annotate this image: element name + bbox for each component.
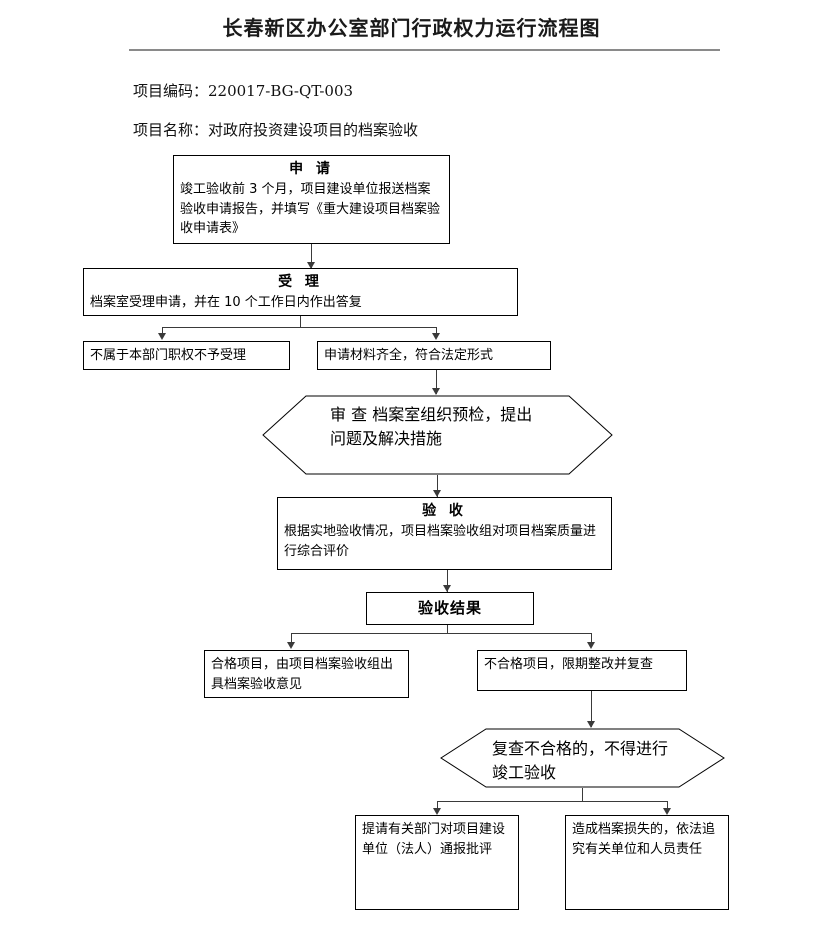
arrow-recheck-to-notice	[433, 808, 441, 815]
arrow-accept-to-reject	[158, 333, 166, 340]
node-recheck-fail-text: 复查不合格的，不得进行竣工验收	[492, 735, 672, 783]
node-apply-body: 竣工验收前 3 个月，项目建设单位报送档案验收申请报告，并填写《重大建设项目档案…	[180, 181, 441, 237]
node-pass-result: 合格项目，由项目档案验收组出具档案验收意见	[204, 650, 409, 698]
node-review-heading: 审 查	[330, 405, 368, 424]
connector-recheck-to-notice	[437, 801, 438, 813]
hexagon-shape-recheck	[440, 728, 725, 788]
arrow-inspection-to-result	[443, 585, 451, 592]
node-result: 验收结果	[366, 592, 534, 625]
arrow-result-to-pass	[287, 642, 295, 649]
arrow-fail-to-recheck	[587, 721, 595, 728]
node-apply: 申 请 竣工验收前 3 个月，项目建设单位报送档案验收申请报告，并填写《重大建设…	[173, 155, 450, 244]
node-pass-result-body: 合格项目，由项目档案验收组出具档案验收意见	[211, 657, 394, 692]
node-accept-body: 档案室受理申请，并在 10 个工作日内作出答复	[90, 294, 362, 310]
node-result-heading: 验收结果	[417, 599, 482, 618]
node-review-body: 档案室组织预检，提出问题及解决措施	[330, 405, 533, 448]
title-divider	[129, 49, 720, 51]
node-materials-complete: 申请材料齐全，符合法定形式	[317, 341, 551, 370]
arrow-materials-to-review	[432, 388, 440, 395]
arrow-apply-to-accept	[307, 262, 315, 269]
connector-result-to-fail	[591, 633, 592, 647]
page-title: 长春新区办公室部门行政权力运行流程图	[222, 16, 601, 40]
connector-recheck-to-liability	[667, 801, 668, 813]
node-review: 审 查 档案室组织预检，提出问题及解决措施	[262, 395, 613, 475]
node-penalty-notice-body: 提请有关部门对项目建设单位（法人）通报批评	[362, 822, 506, 857]
node-fail-result: 不合格项目，限期整改并复查	[477, 650, 687, 691]
connector-recheck-stem	[582, 788, 583, 802]
node-penalty-liability-body: 造成档案损失的，依法追究有关单位和人员责任	[572, 822, 716, 857]
connector-accept-split	[162, 327, 436, 328]
node-inspection: 验 收 根据实地验收情况，项目档案验收组对项目档案质量进行综合评价	[277, 497, 612, 570]
arrow-review-to-inspection	[433, 490, 441, 497]
connector-materials-to-review	[436, 370, 437, 394]
node-reject-body: 不属于本部门职权不予受理	[90, 348, 247, 364]
arrow-accept-to-materials	[432, 333, 440, 340]
connector-inspection-to-result	[447, 570, 448, 592]
project-code: 项目编码：220017-BG-QT-003	[133, 82, 354, 100]
node-inspection-body: 根据实地验收情况，项目档案验收组对项目档案质量进行综合评价	[284, 523, 597, 559]
node-reject: 不属于本部门职权不予受理	[83, 341, 290, 370]
connector-result-split	[291, 633, 591, 634]
node-accept: 受 理 档案室受理申请，并在 10 个工作日内作出答复	[83, 268, 518, 316]
node-inspection-heading: 验 收	[422, 503, 467, 519]
node-fail-result-body: 不合格项目，限期整改并复查	[484, 657, 654, 672]
node-accept-heading: 受 理	[278, 274, 323, 290]
connector-recheck-split	[437, 801, 667, 802]
connector-apply-to-accept	[311, 244, 312, 268]
connector-accept-to-reject	[162, 327, 163, 338]
node-review-text: 审 查 档案室组织预检，提出问题及解决措施	[330, 401, 545, 449]
connector-result-stem	[447, 625, 448, 634]
node-recheck-fail: 复查不合格的，不得进行竣工验收	[440, 728, 725, 788]
connector-fail-to-recheck	[591, 691, 592, 727]
node-apply-heading: 申 请	[289, 161, 334, 177]
node-recheck-fail-body: 复查不合格的，不得进行竣工验收	[492, 739, 669, 782]
connector-result-to-pass	[291, 633, 292, 647]
connector-review-to-inspection	[437, 475, 438, 497]
connector-accept-stem	[300, 316, 301, 328]
node-materials-complete-body: 申请材料齐全，符合法定形式	[324, 348, 494, 364]
connector-accept-to-materials	[436, 327, 437, 338]
project-name: 项目名称：对政府投资建设项目的档案验收	[133, 121, 419, 139]
node-penalty-liability: 造成档案损失的，依法追究有关单位和人员责任	[565, 815, 729, 910]
node-penalty-notice: 提请有关部门对项目建设单位（法人）通报批评	[355, 815, 519, 910]
hexagon-shape-review	[262, 395, 613, 475]
arrow-recheck-to-liability	[663, 808, 671, 815]
arrow-result-to-fail	[587, 642, 595, 649]
